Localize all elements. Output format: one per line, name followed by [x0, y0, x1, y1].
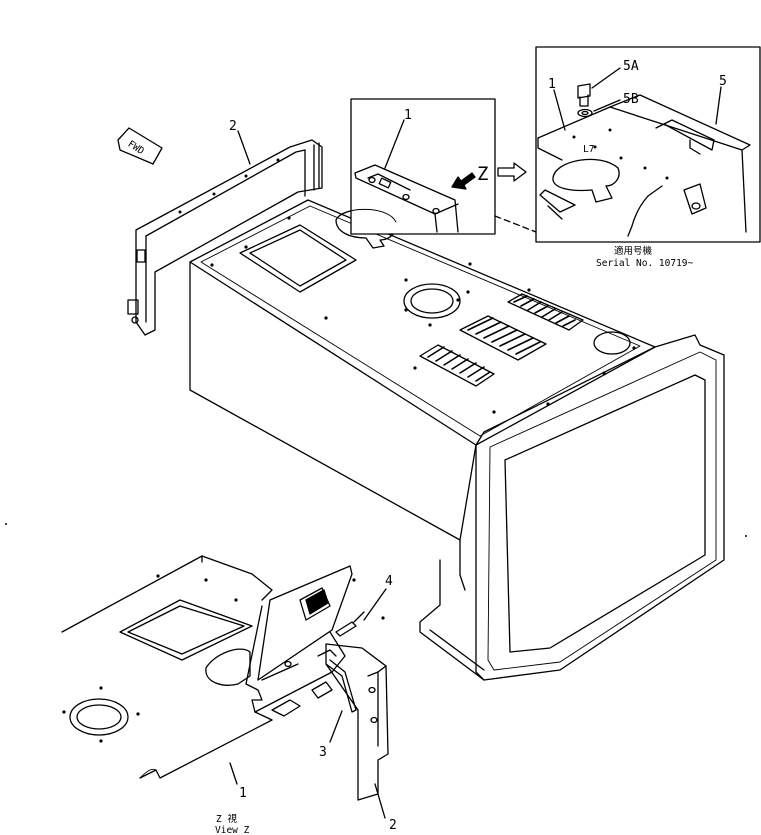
callout-3: 3 — [319, 745, 327, 760]
callout-1-top: 1 — [404, 108, 412, 123]
engine-hood — [189, 199, 725, 681]
view-z-box: Z — [335, 98, 527, 235]
caption-view-z: View Z — [215, 825, 250, 835]
caption-jp: Z 視 — [216, 813, 237, 825]
callout-leaders — [229, 67, 722, 819]
callout-4: 4 — [385, 574, 393, 589]
view-z-marker: Z — [477, 163, 488, 185]
hollow-arrow-icon — [497, 162, 527, 182]
callout-5: 5 — [719, 74, 727, 89]
svg-text:L7: L7 — [583, 144, 594, 155]
callout-2-bottom: 2 — [389, 818, 397, 833]
dashed-connectors — [494, 215, 537, 233]
callout-5b: 5B — [623, 92, 639, 107]
callout-2-top: 2 — [229, 119, 237, 134]
fwd-label: FWD — [126, 139, 147, 158]
callout-5a: 5A — [623, 59, 639, 74]
callout-numbers: 1 2 1 5 5A 5B 4 3 1 2 — [229, 59, 727, 833]
view-z-lower — [61, 555, 389, 801]
callout-1-bottom: 1 — [239, 786, 247, 801]
detail-box: L7 適用号機 Serial No. 10719~ — [535, 46, 761, 269]
side-bracket-top — [127, 139, 323, 336]
serial-number: Serial No. 10719~ — [596, 258, 694, 269]
callout-1-detail: 1 — [548, 77, 556, 92]
fwd-arrow-icon: FWD — [117, 127, 163, 165]
view-direction-arrow-icon — [451, 172, 476, 190]
serial-jp: 適用号機 — [614, 245, 653, 257]
